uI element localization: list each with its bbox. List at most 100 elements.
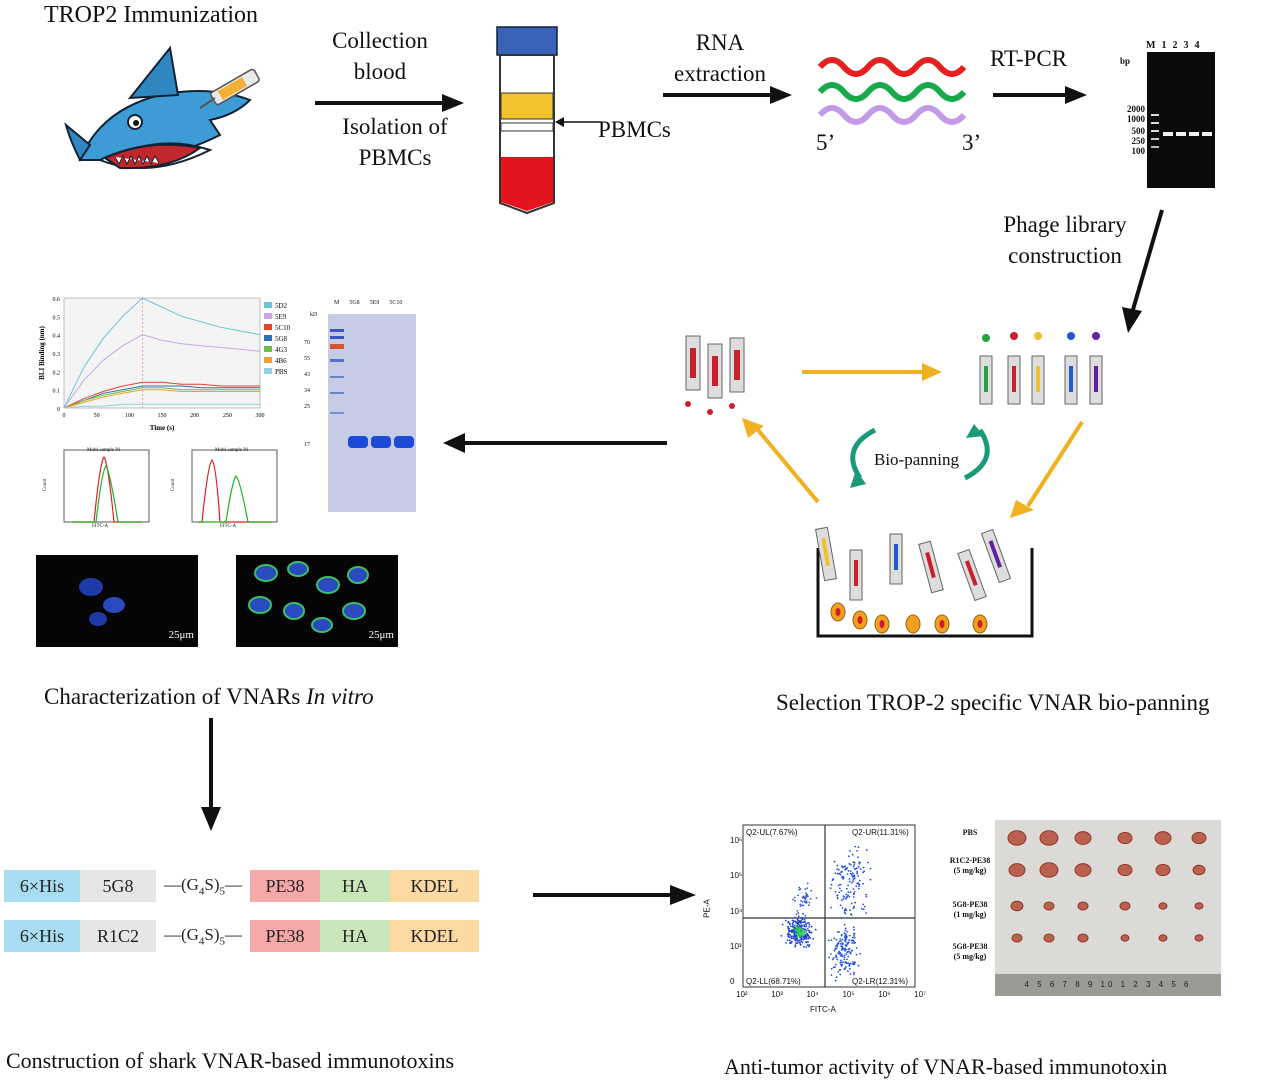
construct-toxin: PE38	[250, 920, 320, 952]
flow-event-dot	[799, 905, 802, 907]
flow-event-dot	[812, 937, 815, 940]
flow-event-dot	[844, 935, 846, 937]
flow-event-dot	[801, 916, 803, 919]
flow-event-dot	[847, 948, 850, 951]
flow-event-dot	[852, 861, 855, 864]
flow-event-dot	[801, 918, 804, 921]
flow-event-dot	[843, 956, 846, 959]
sds-marker-34: 34	[304, 388, 310, 394]
flow-event-dot	[839, 904, 842, 907]
tumor-specimen	[1043, 901, 1055, 911]
flow-event-dot	[847, 941, 850, 944]
flow-event-dot	[840, 959, 842, 962]
flow-event-dot	[841, 953, 843, 956]
flow-event-dot	[802, 927, 804, 930]
blood-tube-icon	[496, 26, 558, 215]
flow-event-dot	[850, 949, 853, 952]
flow-event-dot	[845, 893, 848, 896]
gel-lane-2: 2	[1172, 40, 1178, 51]
flow-event-dot	[856, 870, 859, 873]
flow-event-dot	[806, 882, 809, 885]
flow-event-dot	[808, 931, 811, 934]
flow-event-dot	[784, 919, 787, 922]
construct-kdel: KDEL	[390, 920, 479, 952]
legend-swatch-5D2	[264, 302, 272, 308]
flow-event-dot	[846, 942, 849, 944]
flow-event-dot	[852, 880, 854, 882]
sds-marker-55: 55	[304, 356, 310, 362]
flow-event-dot	[832, 878, 834, 881]
flow-event-dot	[797, 912, 800, 914]
flow-event-dot	[797, 931, 800, 933]
y-tick-label: 0.6	[53, 297, 61, 303]
flow-event-dot	[865, 893, 867, 896]
gel-marker-250: 250	[1131, 136, 1146, 146]
flow-event-dot	[853, 928, 855, 931]
flow-event-dot	[853, 961, 856, 964]
arrow-rna	[663, 86, 792, 104]
sds-marker-70: 70	[304, 340, 310, 346]
phage-label-2: construction	[1008, 243, 1122, 268]
series-line-5E9	[63, 334, 261, 409]
flow-event-dot	[862, 908, 865, 911]
arrow-to-construction	[201, 718, 221, 831]
flow-event-dot	[856, 872, 859, 875]
flow-event-dot	[841, 955, 844, 958]
flow-event-dot	[792, 927, 795, 930]
flow-event-dot	[852, 936, 854, 939]
flow-event-dot	[795, 928, 798, 931]
ruler: 4 5 6 7 8 9 10 1 2 3 4 5 6	[995, 974, 1221, 996]
flow-event-dot	[836, 945, 839, 948]
pbmcs-label: PBMCs	[598, 117, 671, 142]
flow-event-dot	[803, 925, 806, 928]
flow-event-dot	[855, 885, 858, 888]
flow-event-dot	[805, 900, 808, 903]
flow-event-dot	[787, 927, 790, 930]
flow-event-dot	[804, 888, 807, 890]
flow-event-dot	[801, 901, 804, 903]
flow-event-dot	[799, 943, 801, 945]
tumor-specimen	[1117, 831, 1133, 845]
flow-event-dot	[846, 873, 849, 875]
flow-event-dot	[830, 967, 833, 970]
flow-event-dot	[841, 907, 844, 909]
flow-event-dot	[800, 940, 803, 943]
characterization-label: Characterization of VNARs In vitro	[44, 684, 374, 709]
flow-event-dot	[791, 935, 793, 937]
flow-event-dot	[793, 916, 796, 919]
flow-event-dot	[801, 930, 803, 933]
flow-event-dot	[835, 938, 838, 941]
flow-event-dot	[849, 872, 852, 875]
flow-event-dot	[808, 901, 811, 904]
tumor-specimen	[1043, 933, 1055, 943]
flow-event-dot	[853, 936, 856, 939]
three-prime-label: 3’	[962, 130, 982, 155]
series-line-5D2	[63, 297, 261, 409]
flow-event-dot	[839, 873, 842, 876]
sds-unit: kD	[310, 312, 318, 318]
flow-event-dot	[841, 938, 844, 941]
flow-event-dot	[845, 909, 848, 912]
gel-lane-1: 1	[1161, 40, 1167, 51]
flow-event-dot	[781, 923, 784, 926]
flow-event-dot	[849, 870, 852, 872]
flow-event-dot	[842, 947, 845, 950]
flow-event-dot	[794, 899, 796, 902]
flow-event-dot	[797, 935, 799, 937]
construct-r1c2: 6×His R1C2 —(G4S)5— PE38 HA KDEL	[4, 920, 479, 952]
flow-event-dot	[848, 880, 851, 883]
flow-event-dot	[804, 896, 806, 899]
flow-event-dot	[856, 882, 858, 885]
sds-marker-25: 25	[304, 404, 310, 410]
flow-event-dot	[869, 878, 872, 881]
flow-event-dot	[850, 914, 853, 916]
tumor-specimen	[1154, 831, 1172, 845]
tumor-specimen	[1010, 900, 1024, 912]
isolation-label-1: Isolation of	[342, 114, 448, 139]
flow-event-dot	[803, 930, 806, 933]
flow-event-dot	[791, 923, 794, 926]
flow-event-dot	[834, 890, 837, 893]
flow-ylabel: PE-A	[702, 899, 712, 918]
flow-event-dot	[840, 917, 843, 919]
